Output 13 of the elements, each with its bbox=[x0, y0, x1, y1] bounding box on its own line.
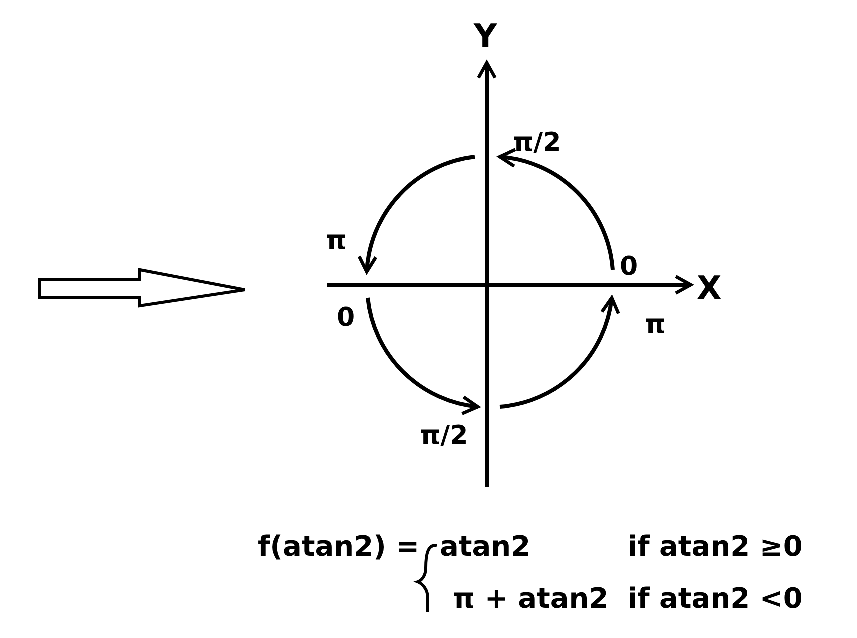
axis-label: X bbox=[697, 272, 722, 304]
axis-label: Y bbox=[474, 20, 498, 52]
angle-label: π/2 bbox=[420, 423, 468, 449]
formula-text: if atan2 ≥0 bbox=[628, 533, 803, 561]
angle-label: 0 bbox=[620, 254, 638, 280]
formula-text: atan2 bbox=[440, 533, 531, 561]
formula-text: π + atan2 bbox=[453, 585, 609, 613]
angle-label: π bbox=[326, 228, 347, 254]
angle-label: 0 bbox=[337, 305, 356, 331]
formula-text: f(atan2) = bbox=[258, 533, 420, 561]
formula-text: if atan2 <0 bbox=[628, 585, 803, 613]
angle-label: π bbox=[645, 312, 666, 338]
angle-label: π/2 bbox=[513, 130, 562, 156]
